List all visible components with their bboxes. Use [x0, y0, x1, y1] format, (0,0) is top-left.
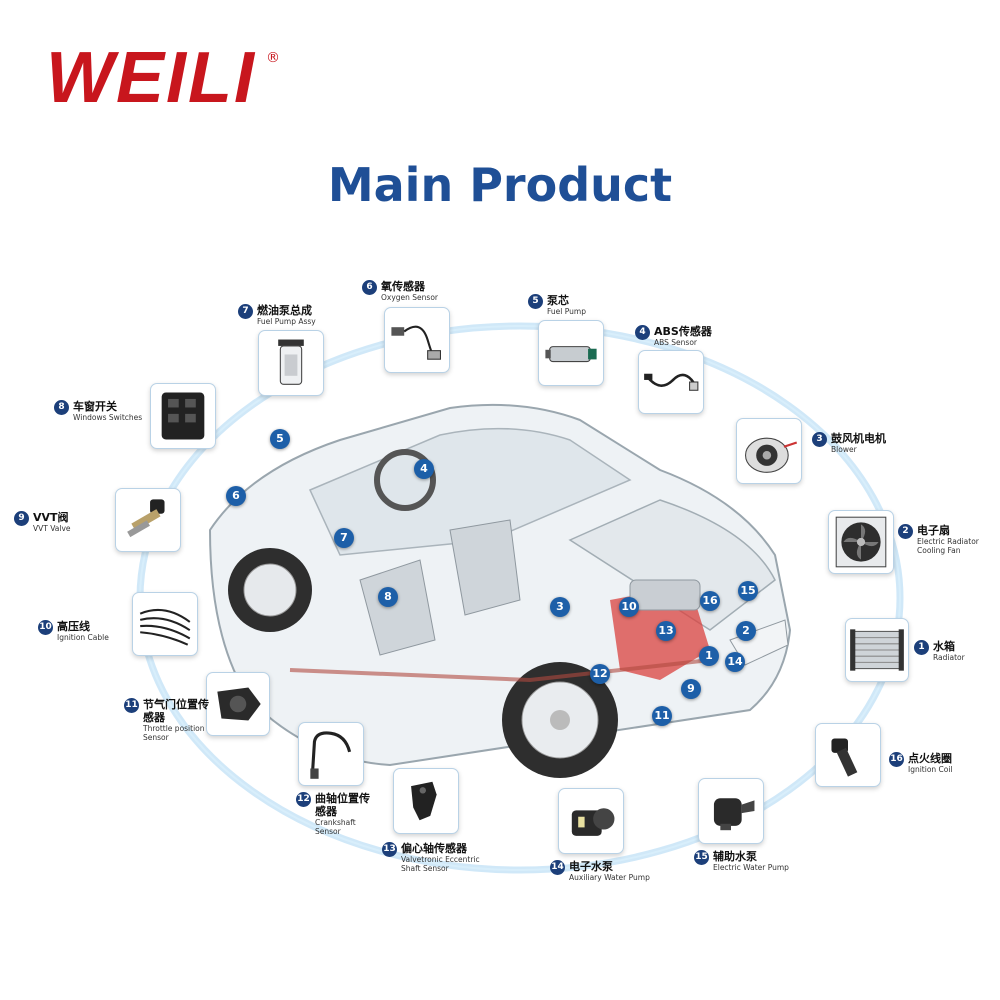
- fuel-pump-thumbnail[interactable]: [538, 320, 604, 386]
- throttle-sensor-thumbnail[interactable]: [206, 672, 270, 736]
- car-marker[interactable]: 9: [681, 679, 701, 699]
- abs-sensor-thumbnail[interactable]: [638, 350, 704, 414]
- badge: 1: [914, 640, 929, 655]
- registered-mark: ®: [266, 50, 280, 66]
- blower-thumbnail[interactable]: [736, 418, 802, 484]
- car-marker[interactable]: 6: [226, 486, 246, 506]
- windows-switches-thumbnail[interactable]: [150, 383, 216, 449]
- car-marker[interactable]: 14: [725, 652, 745, 672]
- page-title: Main Product: [327, 158, 673, 212]
- cooling-fan-thumbnail[interactable]: [828, 510, 894, 574]
- ignition-cable-thumbnail[interactable]: [132, 592, 198, 656]
- weili-logo: WEILI ®: [46, 40, 280, 118]
- car-marker[interactable]: 8: [378, 587, 398, 607]
- car-marker[interactable]: 16: [700, 591, 720, 611]
- ignition-coil-thumbnail[interactable]: [815, 723, 881, 787]
- car-marker[interactable]: 1: [699, 646, 719, 666]
- car-marker[interactable]: 12: [590, 664, 610, 684]
- electric-water-pump-thumbnail[interactable]: [698, 778, 764, 844]
- vvt-valve-thumbnail[interactable]: [115, 488, 181, 552]
- car-marker[interactable]: 7: [334, 528, 354, 548]
- eccentric-shaft-sensor-thumbnail[interactable]: [393, 768, 459, 834]
- auxiliary-water-pump-thumbnail[interactable]: [558, 788, 624, 854]
- car-marker[interactable]: 11: [652, 706, 672, 726]
- car-marker[interactable]: 10: [619, 597, 639, 617]
- radiator-thumbnail[interactable]: [845, 618, 909, 682]
- car-marker[interactable]: 15: [738, 581, 758, 601]
- car-illustration: [208, 403, 792, 778]
- fuel-pump-assy-thumbnail[interactable]: [258, 330, 324, 396]
- car-marker[interactable]: 4: [414, 459, 434, 479]
- crankshaft-sensor-thumbnail[interactable]: [298, 722, 364, 786]
- car-marker[interactable]: 5: [270, 429, 290, 449]
- car-marker[interactable]: 2: [736, 621, 756, 641]
- car-marker[interactable]: 13: [656, 621, 676, 641]
- logo-text: WEILI: [46, 40, 256, 118]
- car-marker[interactable]: 3: [550, 597, 570, 617]
- oxygen-sensor-thumbnail[interactable]: [384, 307, 450, 373]
